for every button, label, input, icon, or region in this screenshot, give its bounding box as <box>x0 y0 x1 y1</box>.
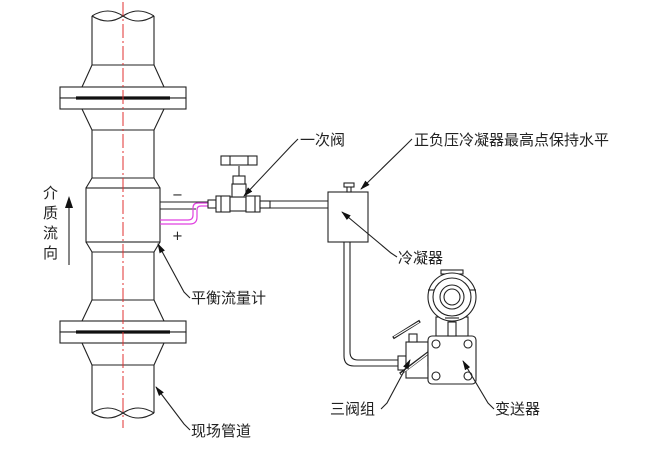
label-flowmeter: 平衡流量计 <box>157 243 266 307</box>
primary-valve <box>207 155 261 213</box>
impulse-line-plus-outer <box>160 202 208 221</box>
label-pipeline: 现场管道 <box>155 386 251 440</box>
label-primary-valve: 一次阀 <box>243 131 345 197</box>
minus-sign: − <box>172 188 183 203</box>
condenser <box>327 182 369 243</box>
flow-direction-char-1: 介 <box>43 184 58 202</box>
valve-bonnet <box>231 183 247 198</box>
impulse-line-minus <box>160 201 208 210</box>
impulse-line-down-outer <box>343 242 398 367</box>
transmitter-housing <box>427 272 477 322</box>
label-manifold-text: 三阀组 <box>330 400 375 418</box>
flow-direction-char-2: 质 <box>43 204 58 222</box>
impulse-line-down-inner <box>349 242 398 361</box>
impulse-line-plus-inner <box>160 205 208 225</box>
label-condenser: 冷凝器 <box>341 211 443 267</box>
label-primary-valve-text: 一次阀 <box>300 131 345 149</box>
flow-direction-char-3: 流 <box>43 224 58 242</box>
impulse-line-to-condenser <box>259 200 328 209</box>
label-transmitter-text: 变送器 <box>495 400 540 418</box>
valve-handwheel <box>220 155 258 166</box>
label-condenser-note: 正负压冷凝器最高点保持水平 <box>360 131 609 190</box>
label-manifold: 三阀组 <box>330 359 411 418</box>
condenser-vent-cap <box>343 182 355 188</box>
label-pipeline-text: 现场管道 <box>191 422 251 440</box>
label-condenser-note-text: 正负压冷凝器最高点保持水平 <box>414 131 609 149</box>
flow-direction-char-4: 向 <box>43 244 58 262</box>
flow-direction-indicator: 介 质 流 向 <box>43 184 73 265</box>
label-flowmeter-text: 平衡流量计 <box>191 289 266 307</box>
label-transmitter: 变送器 <box>462 360 540 418</box>
label-condenser-text: 冷凝器 <box>398 249 443 267</box>
transmitter <box>427 269 477 385</box>
three-valve-manifold <box>392 319 433 379</box>
plus-sign: + <box>172 229 183 244</box>
transmitter-body <box>427 335 477 385</box>
